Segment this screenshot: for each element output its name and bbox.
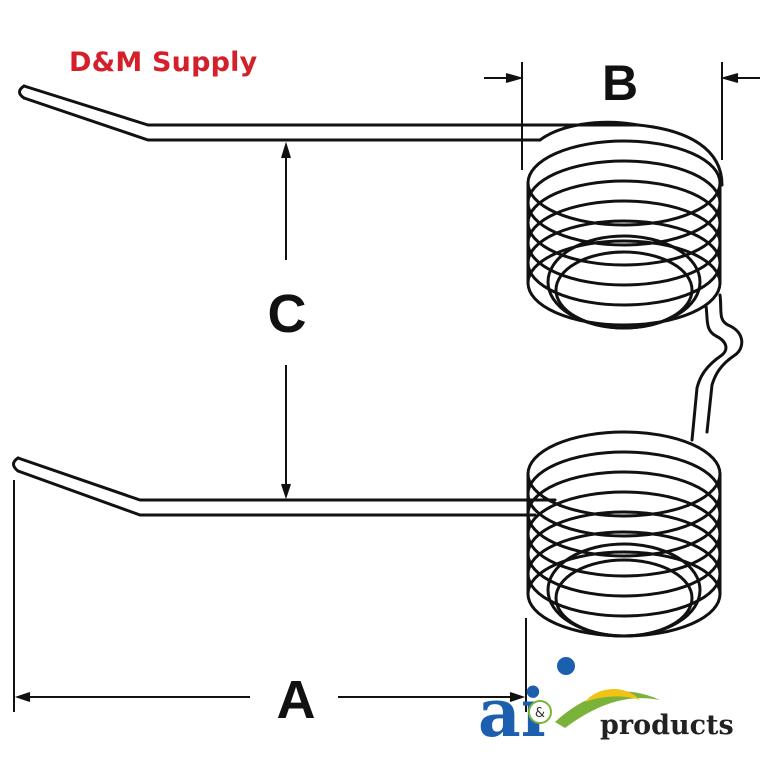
dimension-a-lines xyxy=(13,480,527,712)
dimension-a-label: A xyxy=(277,670,316,730)
dimension-c-label: C xyxy=(268,284,307,344)
coil-connector xyxy=(690,293,744,442)
logo-ampersand-badge xyxy=(528,700,552,724)
dimension-c-lines xyxy=(281,141,291,500)
dimension-b-label: B xyxy=(602,55,638,111)
logo-sun-arc xyxy=(585,688,640,702)
logo-products-word: products xyxy=(600,710,734,741)
upper-tine xyxy=(18,84,640,142)
ai-products-logo: ai & products xyxy=(478,657,734,752)
lower-tine xyxy=(12,456,557,517)
logo-ampersand: & xyxy=(535,706,545,721)
logo-i-dot xyxy=(557,657,575,675)
watermark-brand: D&M Supply xyxy=(69,47,258,78)
upper-coil xyxy=(526,120,724,330)
logo-leaf-swoosh xyxy=(555,691,660,728)
lower-coil xyxy=(526,430,722,638)
dimension-b-lines xyxy=(484,62,760,170)
